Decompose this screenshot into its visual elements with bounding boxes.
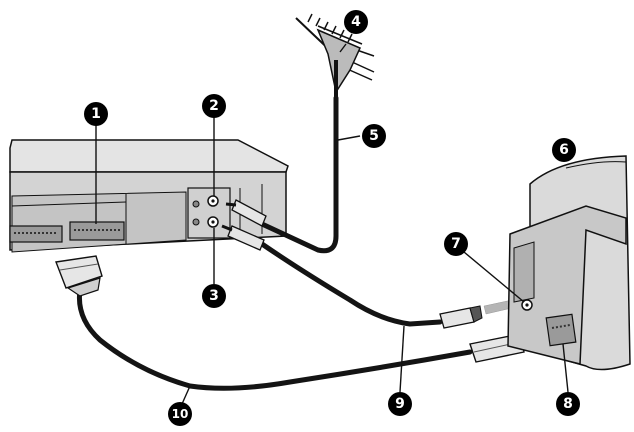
callout-9: 9 bbox=[388, 392, 412, 416]
callout-6: 6 bbox=[552, 138, 576, 162]
callout-2: 2 bbox=[202, 94, 226, 118]
callout-10: 10 bbox=[168, 402, 192, 426]
callout-8: 8 bbox=[556, 392, 580, 416]
callout-label: 1 bbox=[91, 106, 101, 122]
scart-plug-vcr bbox=[55, 255, 103, 297]
rf-cable bbox=[259, 241, 443, 327]
scart-socket-av1 bbox=[69, 221, 125, 241]
callout-label: 10 bbox=[172, 407, 189, 421]
callout-label: 4 bbox=[351, 14, 361, 30]
tv-scart-socket bbox=[545, 313, 577, 347]
leader-lines bbox=[95, 43, 569, 405]
aerial-cable bbox=[259, 95, 339, 254]
vcr-unit bbox=[9, 139, 289, 253]
aerial-plug bbox=[225, 199, 267, 227]
aerial-antenna bbox=[295, 13, 375, 98]
callout-4: 4 bbox=[344, 10, 368, 34]
scart-cable bbox=[76, 287, 473, 391]
callout-label: 9 bbox=[395, 396, 405, 412]
callout-label: 7 bbox=[451, 236, 461, 252]
callout-3: 3 bbox=[202, 284, 226, 308]
rf-plug-tv bbox=[439, 305, 483, 329]
callout-label: 2 bbox=[209, 98, 219, 114]
callout-1: 1 bbox=[84, 102, 108, 126]
callout-label: 3 bbox=[209, 288, 219, 304]
callout-label: 8 bbox=[563, 396, 573, 412]
rf-panel bbox=[187, 187, 231, 239]
rf-plug-vcr bbox=[221, 224, 265, 251]
callout-label: 6 bbox=[559, 142, 569, 158]
callout-label: 5 bbox=[369, 128, 379, 144]
vcr-top bbox=[9, 139, 289, 173]
tv-set bbox=[507, 155, 631, 371]
tv-rear-panel bbox=[507, 205, 627, 365]
callout-5: 5 bbox=[362, 124, 386, 148]
callout-7: 7 bbox=[444, 232, 468, 256]
